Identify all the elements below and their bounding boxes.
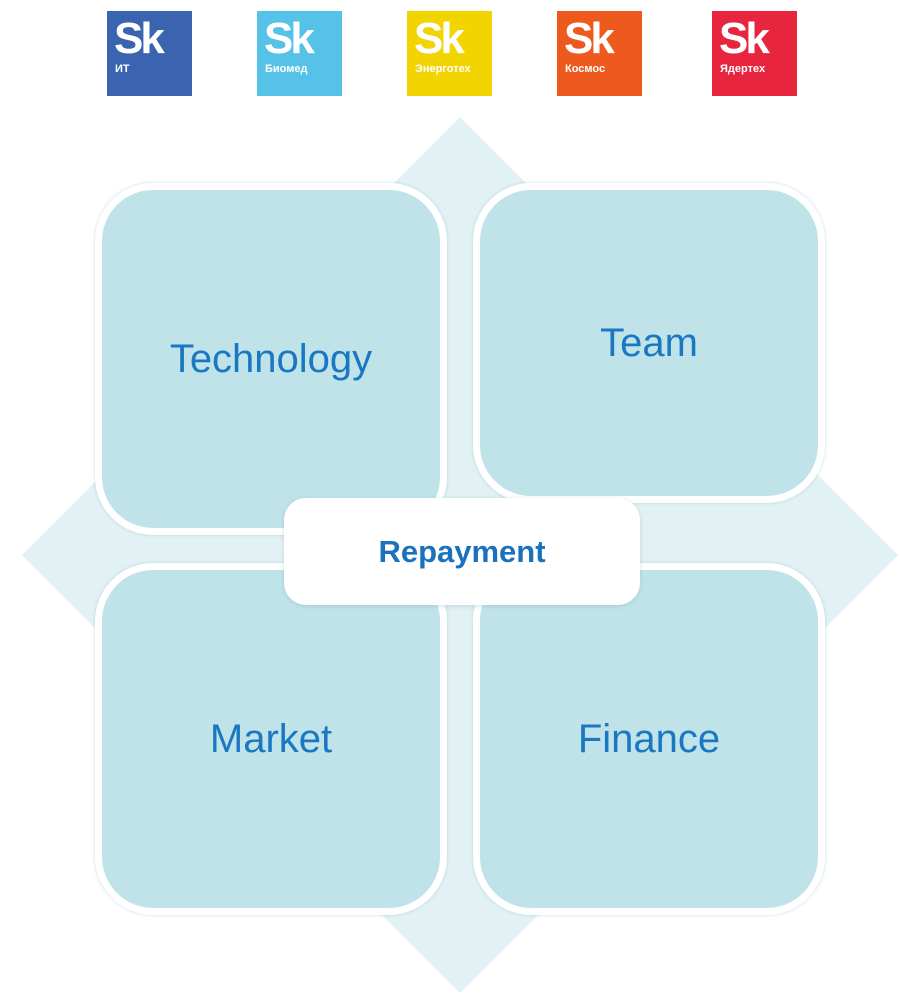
- quadrant-technology: Technology: [95, 183, 447, 535]
- sk-logo-caption: Биомед: [265, 63, 308, 75]
- sk-logo-caption: ИТ: [115, 63, 130, 75]
- sk-logo-mark: Sk: [114, 14, 165, 63]
- quadrant-finance: Finance: [473, 563, 825, 915]
- quadrant-label-market: Market: [209, 716, 333, 761]
- quadrant-label-technology: Technology: [169, 336, 373, 381]
- quadrant-label-finance: Finance: [577, 716, 721, 761]
- sk-logo-caption: Энерготех: [415, 63, 471, 75]
- quadrant-market: Market: [95, 563, 447, 915]
- sk-yadertech-logo: Sk Ядертех: [712, 11, 797, 96]
- quadrant-team: Team: [473, 183, 825, 503]
- sk-kosmos-logo: Sk Космос: [557, 11, 642, 96]
- center-label-repayment: Repayment: [378, 533, 546, 569]
- sk-biomed-logo: Sk Биомед: [257, 11, 342, 96]
- center-box: Repayment: [284, 498, 640, 605]
- sk-logo-mark: Sk: [564, 14, 615, 63]
- sk-logo-mark: Sk: [719, 14, 770, 63]
- sk-it-logo: Sk ИТ: [107, 11, 192, 96]
- sk-logo-mark: Sk: [264, 14, 315, 63]
- sk-logo-mark: Sk: [414, 14, 465, 63]
- sk-logo-caption: Ядертех: [720, 63, 766, 75]
- sk-energotech-logo: Sk Энерготех: [407, 11, 492, 96]
- sk-logo-caption: Космос: [565, 63, 606, 75]
- logo-row: Sk ИТ Sk Биомед Sk Энерготех Sk Космос S…: [0, 0, 900, 110]
- quadrant-label-team: Team: [600, 320, 698, 365]
